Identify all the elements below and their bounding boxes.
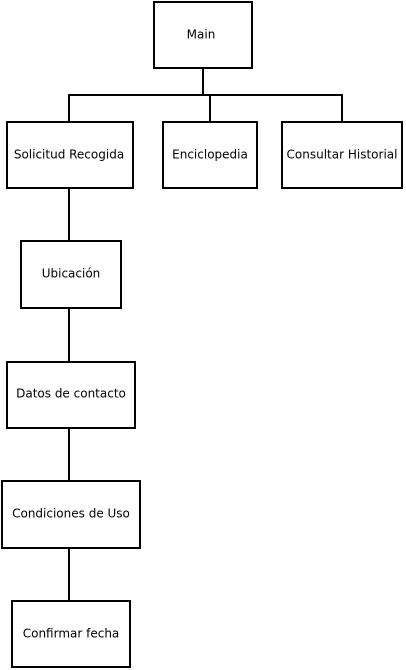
node-confirmar-fecha-box — [11, 600, 131, 668]
node-solicitud-recogida-box — [6, 121, 134, 189]
node-main-label: Main — [187, 28, 216, 42]
node-condiciones-uso-label: Condiciones de Uso — [12, 507, 130, 521]
node-consultar-historial-box — [281, 121, 403, 189]
node-ubicacion-box — [20, 240, 122, 309]
node-ubicacion: Ubicación — [20, 240, 122, 309]
node-consultar-historial: Consultar Historial — [281, 121, 403, 189]
node-condiciones-uso: Condiciones de Uso — [1, 480, 141, 549]
node-datos-contacto-box — [6, 361, 136, 429]
node-condiciones-uso-box — [1, 480, 141, 549]
node-ubicacion-label: Ubicación — [42, 267, 101, 281]
node-datos-contacto: Datos de contacto — [6, 361, 136, 429]
node-main: Main — [153, 1, 253, 69]
node-solicitud-recogida: Solicitud Recogida — [6, 121, 134, 189]
connectors — [68, 67, 343, 602]
node-enciclopedia-box — [162, 121, 258, 189]
node-confirmar-fecha: Confirmar fecha — [11, 600, 131, 668]
node-enciclopedia-label: Enciclopedia — [172, 148, 248, 162]
node-datos-contacto-label: Datos de contacto — [16, 387, 126, 401]
node-main-box — [153, 1, 253, 69]
node-solicitud-recogida-label: Solicitud Recogida — [14, 148, 124, 162]
node-confirmar-fecha-label: Confirmar fecha — [23, 627, 120, 641]
node-consultar-historial-label: Consultar Historial — [287, 148, 398, 162]
node-enciclopedia: Enciclopedia — [162, 121, 258, 189]
